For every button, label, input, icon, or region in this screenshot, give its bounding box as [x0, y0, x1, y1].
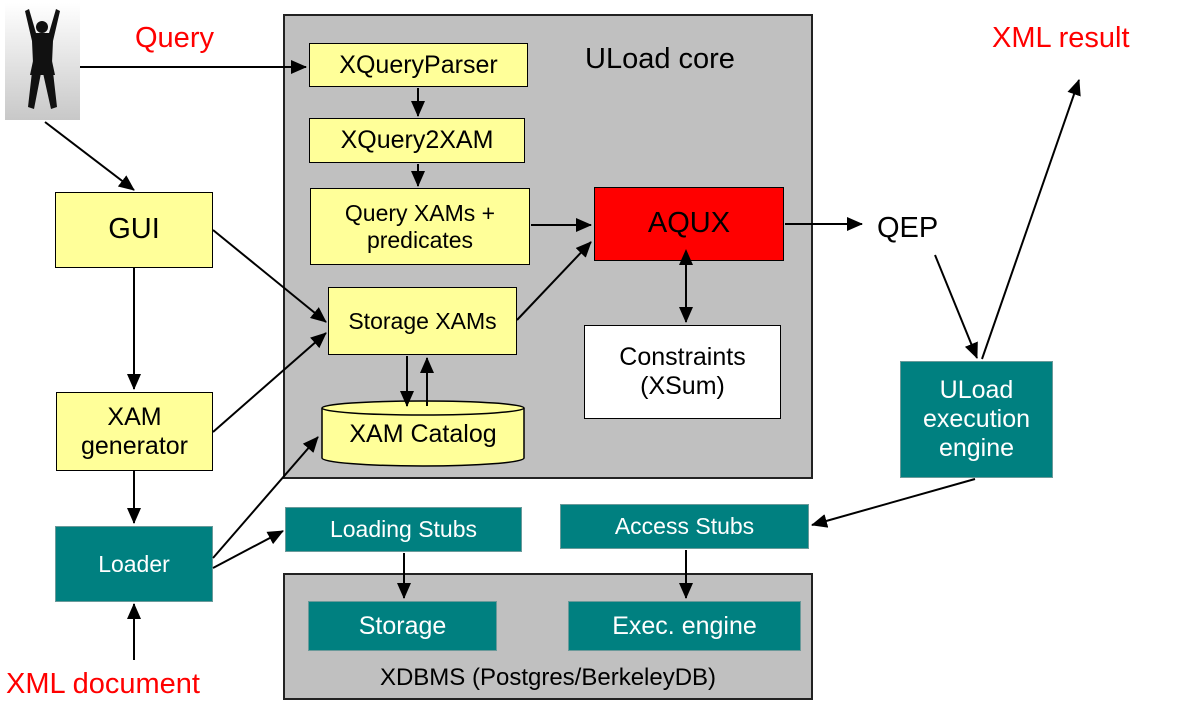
arrow-exec-to-xmlresult — [981, 79, 1081, 360]
query-label: Query — [135, 22, 214, 54]
loader-box: Loader — [55, 526, 213, 602]
xam-catalog-label: XAM Catalog — [349, 420, 497, 448]
arrow-qep-to-exec — [934, 254, 978, 359]
xml-document-label: XML document — [6, 668, 200, 700]
query-xams-line2: predicates — [366, 226, 474, 253]
uload-execution-engine-box: ULoad execution engine — [900, 361, 1053, 478]
qep-label: QEP — [877, 212, 939, 244]
person-arms-raised-icon — [5, 3, 80, 120]
storage-box: Storage — [308, 601, 497, 651]
arrow-loader-to-loadingstubs — [212, 530, 284, 569]
arrow-exec-to-accessstubs — [811, 478, 976, 528]
xquery2xam-box: XQuery2XAM — [309, 118, 525, 163]
xml-result-label: XML result — [992, 22, 1130, 54]
xquery-parser-box: XQueryParser — [309, 43, 528, 87]
constraints-box: Constraints (XSum) — [584, 325, 781, 419]
constraints-line1: Constraints — [619, 343, 746, 372]
uload-core-title: ULoad core — [585, 43, 735, 75]
execution-line2: execution — [922, 405, 1031, 434]
query-xams-line1: Query XAMs + — [344, 200, 496, 227]
xam-generator-box: XAM generator — [56, 392, 213, 471]
xam-generator-line2: generator — [80, 431, 189, 460]
query-xams-predicates-box: Query XAMs + predicates — [310, 188, 530, 265]
gui-box: GUI — [55, 192, 213, 268]
constraints-line2: (XSum) — [640, 372, 725, 400]
xam-generator-line1: XAM — [107, 402, 162, 431]
exec-engine-box: Exec. engine — [568, 601, 801, 651]
xdbms-title: XDBMS (Postgres/BerkeleyDB) — [379, 664, 717, 691]
loading-stubs-box: Loading Stubs — [285, 507, 522, 552]
storage-xams-box: Storage XAMs — [328, 287, 517, 355]
execution-line1: ULoad — [939, 376, 1014, 405]
arrow-user-to-gui — [44, 121, 135, 191]
execution-line3: engine — [938, 433, 1015, 462]
access-stubs-box: Access Stubs — [560, 504, 809, 549]
xam-catalog-cylinder — [320, 400, 526, 468]
aqux-box: AQUX — [594, 187, 784, 261]
